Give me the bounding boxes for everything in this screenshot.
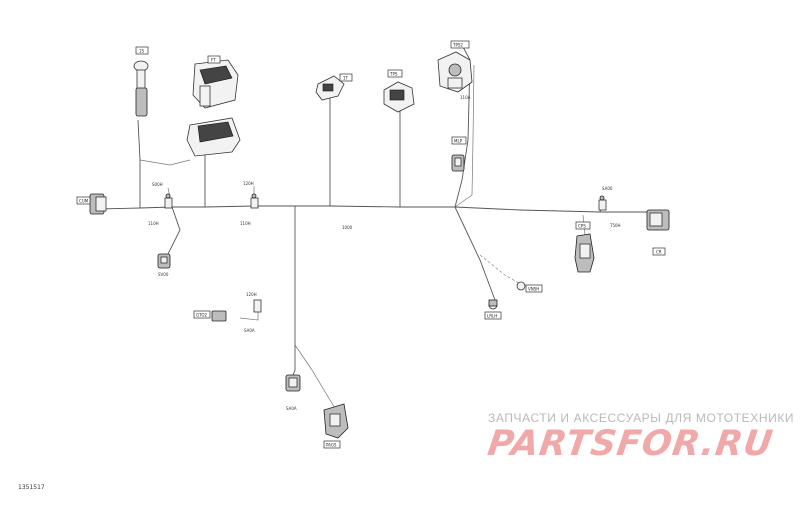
svg-text:CUM: CUM [79, 199, 89, 204]
svg-text:FT: FT [211, 58, 216, 63]
trunk-connector-1 [164, 193, 173, 209]
branch-upper-right [454, 44, 471, 208]
label-l9: 120H [246, 292, 257, 297]
tag-cps: CPS [575, 221, 591, 230]
connector-cum [157, 253, 171, 269]
right-end-connector [646, 209, 670, 231]
branch-down-vertical [291, 206, 296, 379]
svg-text:CPS: CPS [578, 224, 586, 229]
trunk-connector-3 [598, 195, 607, 211]
svg-text:CR: CR [656, 250, 662, 255]
tag-gto2: GTO2 [193, 310, 211, 319]
tag-cum: CUM [76, 196, 91, 205]
tag-tps: TPS [387, 69, 403, 78]
left-end-connector [89, 193, 107, 215]
sensor-tps [383, 81, 415, 113]
tag-1t: 1T [339, 73, 353, 82]
svg-text:PAGS: PAGS [326, 443, 337, 448]
sensor-1t [315, 75, 345, 101]
svg-text:TPS2: TPS2 [452, 43, 463, 48]
label-l6: 110A [460, 95, 471, 100]
main-harness-trunk [97, 205, 648, 213]
label-l2: 110H [148, 221, 159, 226]
label-l11: SA0A [286, 406, 297, 411]
throttle-body-assembly [437, 51, 473, 93]
tag-lrlh: LRLH [484, 311, 502, 320]
label-l4: 110H [240, 221, 251, 226]
tag-tps2: TPS2 [450, 40, 470, 49]
connector-lower-3 [488, 299, 498, 310]
loose-connector [211, 299, 262, 322]
label-l3: 120H [243, 181, 254, 186]
label-l8: T50H [609, 223, 621, 228]
svg-text:GTO2: GTO2 [196, 313, 208, 318]
svg-text:TPS: TPS [389, 72, 398, 77]
svg-text:1S: 1S [139, 49, 145, 54]
tag-cr: CR [652, 247, 666, 256]
branch-down-lower [294, 344, 337, 411]
tag-ft: FT [207, 55, 221, 64]
label-l10: SA0A [244, 328, 255, 333]
branch-down-right [454, 206, 496, 301]
svg-text:MLP: MLP [454, 139, 463, 144]
tag-vnsh: VNSH [525, 284, 543, 293]
diagram-id: 1351517 [18, 484, 45, 491]
branch-down-right-2 [479, 254, 523, 286]
svg-text:1T: 1T [343, 76, 349, 81]
label-l12: SV00 [158, 272, 169, 277]
branch-down-left [165, 206, 181, 259]
connector-lower-2 [323, 403, 349, 439]
tag-mlp: MLP [451, 136, 467, 145]
svg-text:VNSH: VNSH [528, 287, 539, 292]
branch-upper-right-2 [454, 64, 475, 208]
watermark-tagline: ЗАПЧАСТИ И АКСЕССУАРЫ ДЛЯ МОТОТЕХНИКИ [488, 411, 795, 425]
label-l1: S00H [152, 182, 163, 187]
branch-ignition-to-fusebox [139, 159, 191, 166]
watermark-logo: PARTSFOR.RU [485, 424, 776, 464]
tag-1s: 1S [135, 46, 149, 55]
label-l5: 1000 [342, 225, 353, 230]
connector-cr [574, 233, 595, 273]
connector-lower-1 [285, 374, 301, 392]
connector-lower-4 [516, 281, 526, 291]
tag-pags: PAGS [323, 440, 341, 449]
fuse-box [186, 59, 241, 157]
connector-mlp [451, 154, 465, 172]
branch-ignition-switch [137, 119, 141, 208]
svg-text:LRLH: LRLH [487, 314, 497, 319]
label-l7: SA00 [602, 186, 613, 191]
ignition-switch [133, 60, 149, 117]
trunk-connector-2 [250, 193, 259, 209]
